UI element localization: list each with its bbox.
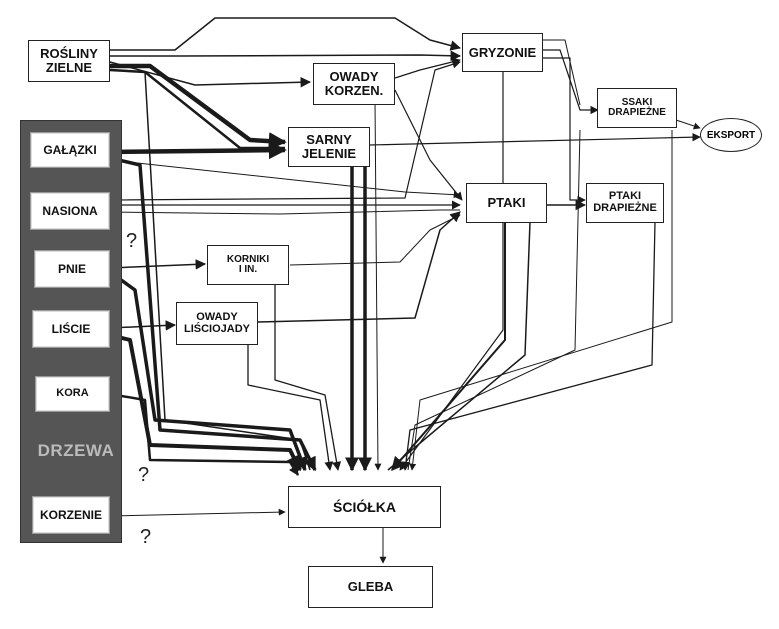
arrow-rosliny-gryzonie-2 bbox=[110, 50, 462, 62]
arrow-galazki-sarny bbox=[109, 141, 287, 160]
node-korzenie: KORZENIE bbox=[32, 496, 110, 534]
arrow-pnie-sciolka bbox=[108, 270, 308, 472]
arrow-galazki-sciolka bbox=[109, 156, 317, 472]
node-ptaki-drapiezne: PTAKI DRAPIEŻNE bbox=[586, 183, 664, 223]
arrow-kora-sciolka bbox=[109, 392, 300, 476]
node-ptaki: PTAKI bbox=[466, 183, 547, 223]
question-mark-3: ? bbox=[140, 526, 152, 548]
arrow-rosliny-owady bbox=[109, 61, 312, 88]
node-nasiona: NASIONA bbox=[30, 192, 110, 230]
arrow-rosliny-gryzonie bbox=[110, 17, 462, 51]
node-galazki: GAŁĄZKI bbox=[30, 132, 110, 168]
arrow-rosliny-sarny bbox=[110, 63, 287, 151]
arrow-korniki-ptaki bbox=[289, 214, 461, 266]
node-kora: KORA bbox=[35, 376, 110, 412]
node-eksport: EKSPORT bbox=[700, 118, 762, 152]
node-gleba: GLEBA bbox=[308, 566, 433, 608]
question-mark-1: ? bbox=[126, 230, 138, 252]
arrow-owadyk-gryzonie bbox=[394, 57, 461, 79]
arrow-sarny-eksport bbox=[369, 132, 701, 146]
node-ssaki-drapiezne: SSAKI DRAPIEŻNE bbox=[597, 88, 677, 128]
node-liscie: LIŚCIE bbox=[32, 310, 110, 348]
node-korniki: KORNIKI I IN. bbox=[207, 245, 289, 285]
arrow-owady-ptaki bbox=[257, 211, 461, 323]
node-gryzonie: GRYZONIE bbox=[462, 33, 543, 72]
arrow-korzenie-sciolka bbox=[109, 508, 286, 517]
arrow-ssaki-eksport bbox=[675, 119, 701, 130]
node-rosliny-zielne: ROŚLINY ZIELNE bbox=[28, 40, 110, 82]
node-pnie: PNIE bbox=[34, 250, 110, 288]
node-sciolka: ŚCIÓŁKA bbox=[288, 486, 441, 528]
node-owady-lisciojady: OWADY LIŚCIOJADY bbox=[176, 302, 258, 345]
question-mark-2: ? bbox=[138, 464, 150, 486]
node-owady-korzen: OWADY KORZEN. bbox=[313, 63, 395, 105]
arrow-rosliny-sciolka bbox=[144, 71, 311, 471]
arrow-pnie-korniki bbox=[109, 259, 207, 270]
arrow-liscie-sciolka bbox=[109, 333, 302, 472]
node-sarny-jelenie: SARNY JELENIE bbox=[288, 127, 370, 167]
arrow-owadyk-ptaki bbox=[394, 89, 463, 201]
trees-label: DRZEWA bbox=[37, 441, 115, 460]
